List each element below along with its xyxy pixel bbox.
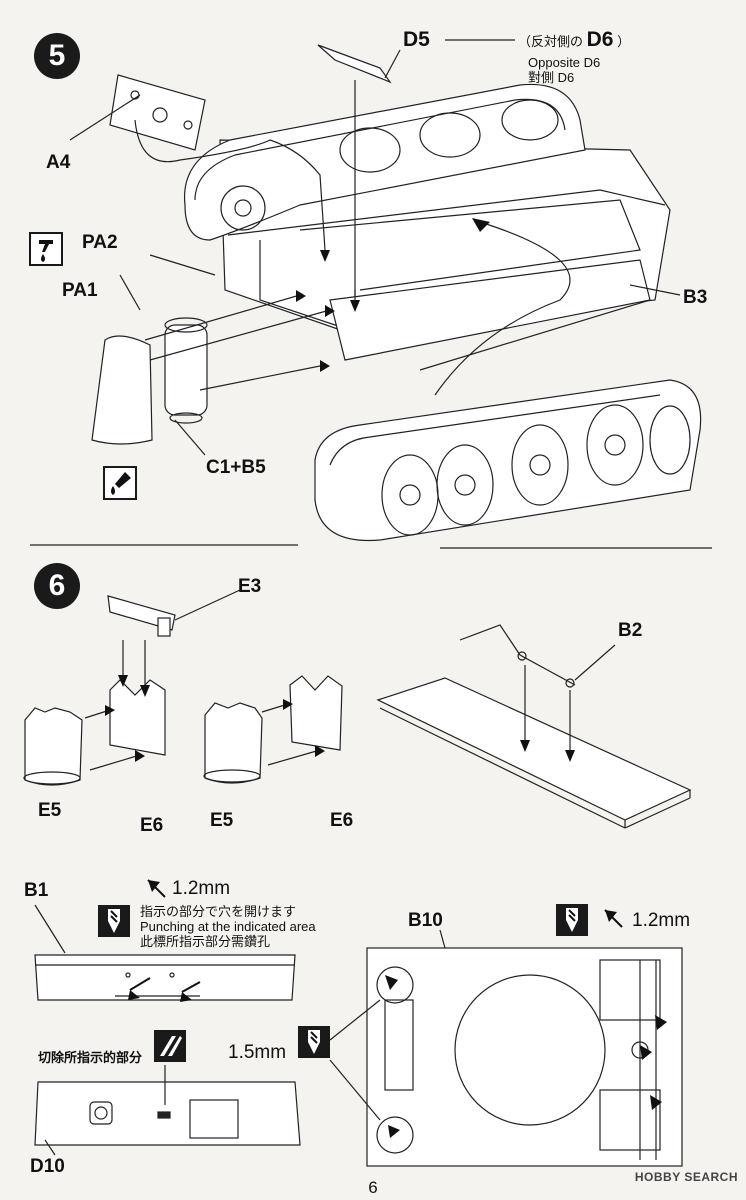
opposite-d6-label: D6 xyxy=(586,28,614,51)
label-pa1: PA1 xyxy=(62,280,98,301)
label-d10: D10 xyxy=(30,1156,65,1177)
part-d5-drawing xyxy=(317,44,392,84)
drill-size-15: 1.5mm xyxy=(228,1042,287,1063)
opposite-paren-open: （反対側の xyxy=(518,34,584,49)
label-pa2: PA2 xyxy=(82,232,118,253)
label-b3: B3 xyxy=(683,287,708,308)
part-e3-drawing xyxy=(107,595,176,637)
drill-size-b1: 1.2mm xyxy=(172,878,231,899)
left-e5-e6-drawing xyxy=(23,679,166,786)
part-b2-drawing xyxy=(459,624,576,688)
step-5-badge: 5 xyxy=(34,33,80,79)
part-b10-drawing xyxy=(366,947,683,1167)
label-b1: B1 xyxy=(24,880,49,901)
label-e5-left: E5 xyxy=(38,800,62,821)
part-c1b5-drawing xyxy=(164,317,208,424)
punch-note-ja: 指示の部分で穴を開けます xyxy=(140,904,297,919)
opposite-zh: 對側 D6 xyxy=(528,70,575,85)
label-c1b5: C1+B5 xyxy=(206,457,266,478)
glue-icon xyxy=(29,232,63,266)
drill-icon-b10 xyxy=(556,904,588,936)
part-b1-drawing xyxy=(34,954,296,1001)
punch-note-zh: 此標所指示部分需鑽孔 xyxy=(140,934,271,949)
label-b2: B2 xyxy=(618,620,643,641)
page-number: 6 xyxy=(368,1178,378,1197)
part-a4-drawing xyxy=(109,74,206,151)
label-e5-right: E5 xyxy=(210,810,234,831)
label-e3: E3 xyxy=(238,576,262,597)
part-d10-drawing xyxy=(34,1081,301,1146)
opposite-d6-note: （反対側の D6 ） xyxy=(518,29,631,50)
drill-icon xyxy=(98,905,130,937)
label-b10: B10 xyxy=(408,910,443,931)
label-e6-right: E6 xyxy=(330,810,354,831)
label-a4: A4 xyxy=(46,152,71,173)
drill-size-b10: 1.2mm xyxy=(632,910,691,931)
step-6-badge: 6 xyxy=(34,563,80,609)
punch-note-en: Punching at the indicated area xyxy=(140,919,316,934)
opposite-en: Opposite D6 xyxy=(528,55,601,70)
drill-icon-15 xyxy=(298,1026,330,1058)
label-e6-left: E6 xyxy=(140,815,164,836)
right-e5-e6-drawing xyxy=(203,675,343,784)
part-pa1-drawing xyxy=(91,335,153,445)
label-d5: D5 xyxy=(403,28,430,51)
cut-icon xyxy=(154,1030,186,1062)
cut-note-zh: 切除所指示的部分 xyxy=(38,1050,143,1065)
opposite-paren-close: ） xyxy=(617,34,631,49)
upper-track-drawing xyxy=(183,83,586,241)
glue-brush-icon xyxy=(103,466,137,500)
hull-floor-drawing xyxy=(376,677,692,829)
lower-track-drawing xyxy=(314,379,702,542)
watermark: HOBBY SEARCH xyxy=(634,1170,738,1184)
